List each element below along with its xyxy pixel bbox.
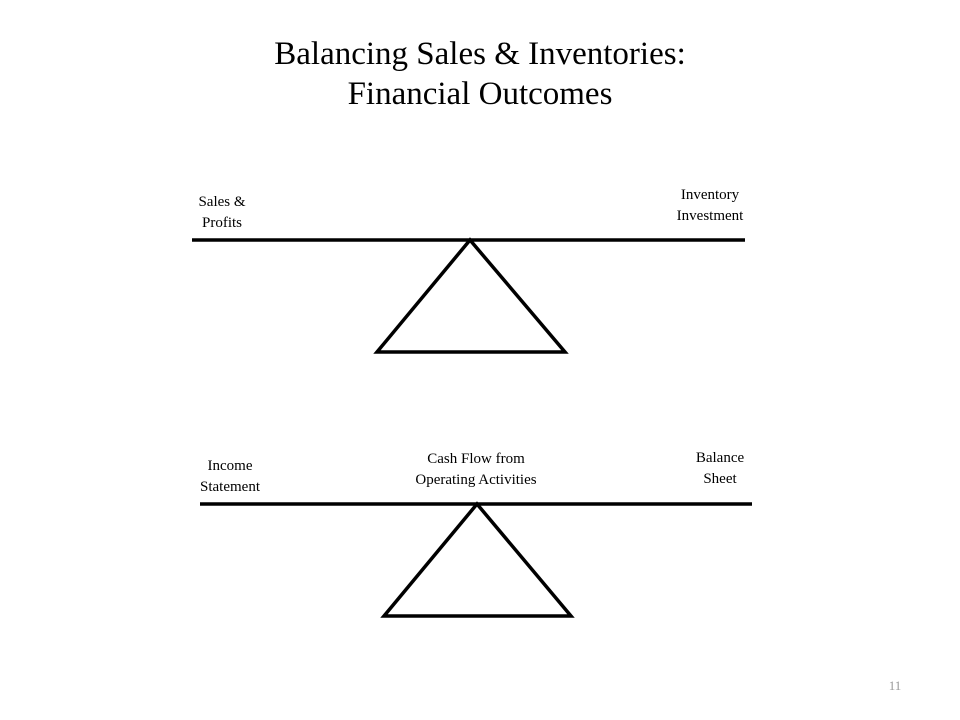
label-cash-flow-line2: Operating Activities xyxy=(415,472,537,488)
label-income-statement-line1: Income xyxy=(207,458,253,474)
label-sales-profits-line2: Profits xyxy=(201,215,242,231)
label-cash-flow: Cash Flow from Operating Activities xyxy=(376,449,576,491)
label-sales-profits-line1: Sales & xyxy=(198,194,246,210)
label-inventory-investment-line1: Inventory xyxy=(680,187,740,203)
label-inventory-investment: Inventory Investment xyxy=(650,185,770,227)
label-sales-profits: Sales & Profits xyxy=(172,192,272,234)
bottom-scale-fulcrum xyxy=(380,501,575,618)
top-scale-fulcrum xyxy=(373,237,569,354)
label-inventory-investment-line2: Investment xyxy=(676,208,744,224)
label-balance-sheet-line2: Sheet xyxy=(703,471,737,487)
page-number: 11 xyxy=(888,678,902,693)
slide-title: Balancing Sales & Inventories: Financial… xyxy=(0,34,960,114)
title-line-2: Financial Outcomes xyxy=(347,76,613,112)
title-line-1: Balancing Sales & Inventories: xyxy=(274,36,686,72)
label-balance-sheet-line1: Balance xyxy=(695,450,745,466)
label-cash-flow-line1: Cash Flow from xyxy=(427,451,525,467)
label-income-statement-line2: Statement xyxy=(200,479,260,495)
label-balance-sheet: Balance Sheet xyxy=(670,448,770,490)
label-income-statement: Income Statement xyxy=(180,456,280,498)
